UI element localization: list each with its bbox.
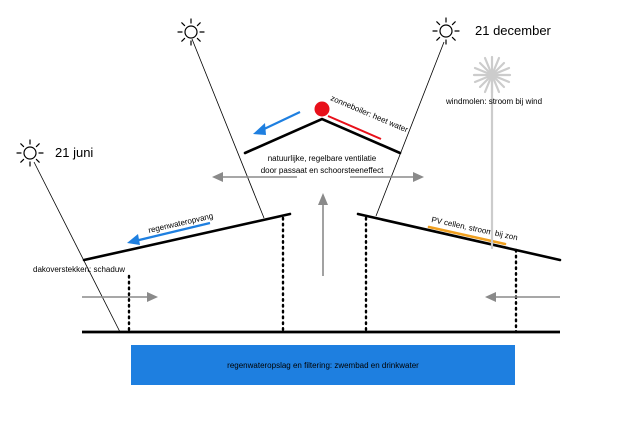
roof-left	[82, 212, 292, 262]
ventilation-label-line2: door passaat en schoorsteeneffect	[261, 166, 384, 175]
ventilation-label-line1: natuurlijke, regelbare ventilatie	[268, 154, 377, 163]
solar-boiler-icon	[314, 101, 330, 117]
sun-icon	[16, 139, 44, 167]
rain-collection-label: regenwateropvang	[147, 211, 214, 235]
date-winter-label: 21 december	[475, 23, 552, 38]
rainwater-arrow-top	[253, 111, 301, 135]
date-summer-label: 21 juni	[55, 145, 93, 160]
ventilation-arrow-right	[350, 172, 424, 182]
wind-arrow-left	[82, 292, 158, 302]
ventilation-arrow-left	[212, 172, 297, 182]
ventilation-arrow-up	[318, 193, 328, 276]
windmill-label: windmolen: stroom bij wind	[445, 97, 542, 106]
roof-right	[356, 212, 562, 262]
rainwater-arrow-left	[127, 221, 211, 245]
sun-icon	[177, 18, 205, 46]
sun-ray-summer-right	[191, 38, 265, 219]
windmill-icon	[472, 55, 512, 250]
storage-label: regenwateropslag en filtering: zwembad e…	[227, 361, 419, 370]
sun-ray-summer-left	[33, 161, 121, 333]
boiler-pipe	[327, 115, 382, 140]
wind-arrow-right	[485, 292, 560, 302]
roof-overhang-label: dakoverstekken: schaduw	[33, 265, 125, 274]
sun-ray-winter-right	[375, 41, 445, 217]
sun-icon	[432, 17, 460, 45]
water-storage-tank	[131, 345, 515, 385]
roof-top	[243, 117, 402, 155]
